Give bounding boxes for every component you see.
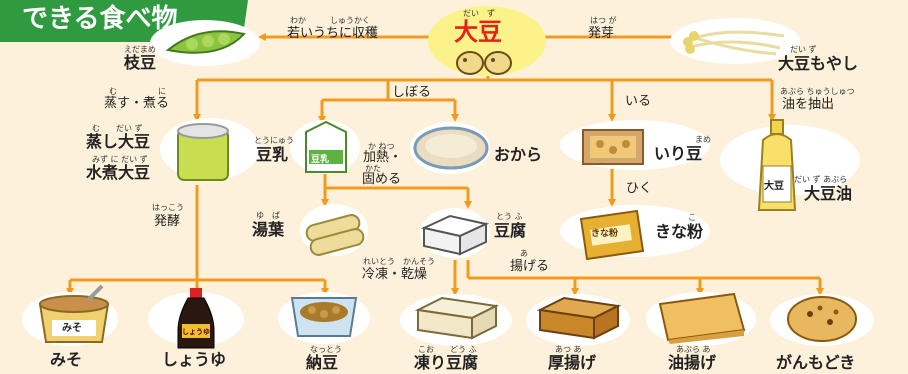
kinako-label: きな粉 xyxy=(655,222,704,241)
freeze-ruby: れいとう かんそう xyxy=(363,257,435,266)
iri-ruby: まめ xyxy=(695,135,711,144)
miso-box-text: みそ xyxy=(62,323,82,334)
yuba-ruby: ゆ ば xyxy=(256,211,280,220)
boiled-label: 水煮大豆 xyxy=(86,163,151,182)
miso-tub-icon xyxy=(38,284,110,343)
moyashi-ruby: だい ず xyxy=(790,45,817,54)
okara-label: おから xyxy=(494,145,543,164)
fried-tofu-pouch-icon xyxy=(658,292,746,344)
can-icon xyxy=(177,123,229,181)
freeze-dried-tofu-icon xyxy=(414,296,500,340)
edamame-label: 枝豆 xyxy=(124,53,157,72)
shoyu-label: しょうゆ xyxy=(162,350,227,369)
harden-label: 固める xyxy=(362,172,402,187)
natto-pack-icon xyxy=(290,297,358,337)
iri-label: いり豆 xyxy=(654,144,703,163)
grind-label: ひく xyxy=(626,181,653,196)
kinako-bag-text: きな粉 xyxy=(591,229,619,239)
sprout-label: 発芽 xyxy=(588,26,615,41)
natto-label: 納豆 xyxy=(306,353,339,372)
boiled-ruby: みず に だい ず xyxy=(92,155,148,164)
yuba-label: 湯葉 xyxy=(252,220,285,239)
steamed-label: 蒸し大豆 xyxy=(86,132,151,151)
harden-ruby: かた xyxy=(365,164,381,173)
tofu-label: 豆腐 xyxy=(494,221,527,240)
young-label: 若いうちに収穫 xyxy=(287,26,379,41)
koya-label: 凍り豆腐 xyxy=(414,353,479,372)
tofu-ruby: とう ふ xyxy=(496,212,523,221)
okara-bowl-icon xyxy=(413,126,489,170)
shoyu-bottle-text: しょうゆ xyxy=(182,328,210,336)
page-title: できる食べ物 xyxy=(22,4,178,34)
natto-ruby: なっとう xyxy=(310,345,342,354)
sprout-ruby: はつ が xyxy=(590,16,617,25)
ganmodoki-icon xyxy=(787,296,857,342)
edamame-ruby: えだまめ xyxy=(124,45,156,54)
koya-ruby: こお どう ふ xyxy=(418,345,477,354)
extract-ruby: あぶら ちゅうしゅつ xyxy=(780,87,855,96)
heat-ruby: か ねつ xyxy=(368,142,395,151)
tofu-block-icon xyxy=(420,214,490,256)
aburaage-ruby: あぶら あ xyxy=(676,345,711,354)
steam-label: 蒸す・煮る xyxy=(104,96,170,111)
kinako-ruby: こ xyxy=(688,213,696,222)
heat-label: 加熱・ xyxy=(363,150,403,165)
soy-sauce-bottle-icon xyxy=(177,288,215,349)
ferment-label: 発酵 xyxy=(154,214,181,229)
roasted-beans-box-icon xyxy=(582,129,644,165)
steam-ruby-a: む xyxy=(109,87,117,96)
steamed-ruby: む だい ず xyxy=(92,124,143,133)
ferment-ruby: はっこう xyxy=(152,203,184,212)
aburaage-label: 油揚げ xyxy=(668,353,717,372)
extract-label: 油を抽出 xyxy=(782,97,835,112)
soymilk-ruby: とうにゅう xyxy=(254,136,294,145)
roast-label: いる xyxy=(625,94,652,109)
atsuage-label: 厚揚げ xyxy=(548,353,597,372)
freeze-label: 冷凍・乾燥 xyxy=(362,267,428,282)
ganmo-label: がんもどき xyxy=(776,353,856,372)
milk-carton-icon xyxy=(305,120,347,173)
young-ruby: わか しゅうかく xyxy=(290,16,370,25)
center-ruby: だい ず xyxy=(463,9,495,18)
fry-ruby: あ xyxy=(520,249,528,258)
miso-label: みそ xyxy=(50,350,83,369)
soymilk-label: 豆乳 xyxy=(256,145,289,164)
yuba-rolls-icon xyxy=(305,214,365,256)
fried-tofu-block-icon xyxy=(536,296,622,340)
steam-ruby-b: に xyxy=(158,87,166,96)
soybean-icon xyxy=(456,51,512,75)
oil-ruby: だい ず あぶら xyxy=(794,175,848,184)
soymilk-pack-text: 豆乳 xyxy=(311,155,330,165)
edamame-icon xyxy=(165,30,246,54)
oil-bottle-icon xyxy=(757,119,797,211)
kinako-bag-icon xyxy=(579,209,645,261)
fry-label: 揚げる xyxy=(510,259,550,274)
moyashi-label: 大豆もやし xyxy=(778,54,859,73)
atsuage-ruby: あつ あ xyxy=(555,345,582,354)
moyashi-icon xyxy=(683,30,785,56)
oil-label: 大豆油 xyxy=(804,184,853,203)
center-label: 大豆 xyxy=(454,18,502,46)
squeeze-label: しぼる xyxy=(392,85,432,100)
oil-bottle-text: 大豆 xyxy=(764,181,784,192)
